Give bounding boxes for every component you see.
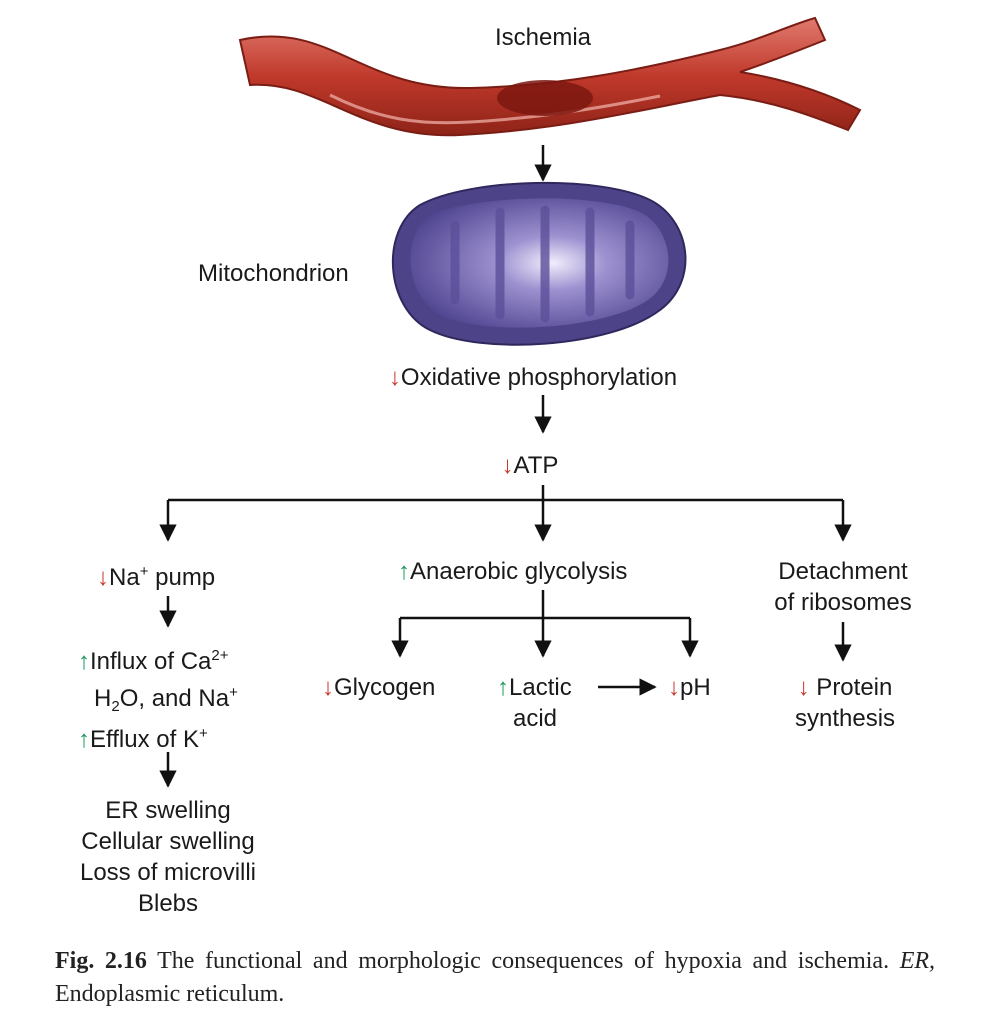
protein-synthesis-label: ↓ Protein synthesis (794, 674, 896, 732)
figure-caption: Fig. 2.16 The functional and morphologic… (55, 948, 936, 1007)
figure-number: Fig. 2.16 (55, 948, 147, 974)
mitochondrion-label: Mitochondrion (198, 260, 349, 287)
up-arrow-icon: ↑ (78, 648, 90, 675)
detachment-ribosomes-label: Detachment of ribosomes (774, 558, 912, 616)
up-arrow-icon: ↑ (398, 558, 410, 585)
outcome-item: Loss of microvilli (79, 859, 257, 886)
outcome-item: ER swelling (105, 797, 231, 824)
atp-label: ↓ATP (501, 452, 559, 479)
influx-label: ↑Influx of Ca2+ H2O, and Na+ (78, 647, 238, 715)
anaerobic-glycolysis-label: ↑Anaerobic glycolysis (398, 558, 628, 585)
outcome-item: Cellular swelling (81, 828, 255, 855)
down-arrow-icon: ↓ (668, 674, 680, 701)
ph-label: ↓pH (668, 674, 711, 701)
mitochondrion-illustration (391, 181, 687, 346)
glycogen-label: ↓Glycogen (322, 674, 436, 701)
up-arrow-icon: ↑ (78, 726, 90, 753)
blood-vessel-illustration (238, 16, 862, 137)
up-arrow-icon: ↑ (497, 674, 509, 701)
na-pump-label: ↓Na+ pump (97, 563, 216, 591)
lactic-acid-label: ↑Lactic acid (497, 674, 572, 732)
down-arrow-icon: ↓ (97, 564, 109, 591)
ischemia-label: Ischemia (494, 24, 592, 51)
oxphos-label: ↓Oxidative phosphorylation (388, 364, 678, 391)
efflux-label: ↑Efflux of K+ (78, 725, 208, 753)
down-arrow-icon: ↓ (501, 452, 514, 479)
down-arrow-icon: ↓ (797, 674, 810, 701)
outcome-item: Blebs (137, 890, 199, 917)
outcomes-list: ER swelling Cellular swelling Loss of mi… (80, 795, 256, 919)
down-arrow-icon: ↓ (322, 674, 334, 701)
caption-abbreviation: ER, (899, 948, 936, 974)
down-arrow-icon: ↓ (388, 364, 401, 391)
